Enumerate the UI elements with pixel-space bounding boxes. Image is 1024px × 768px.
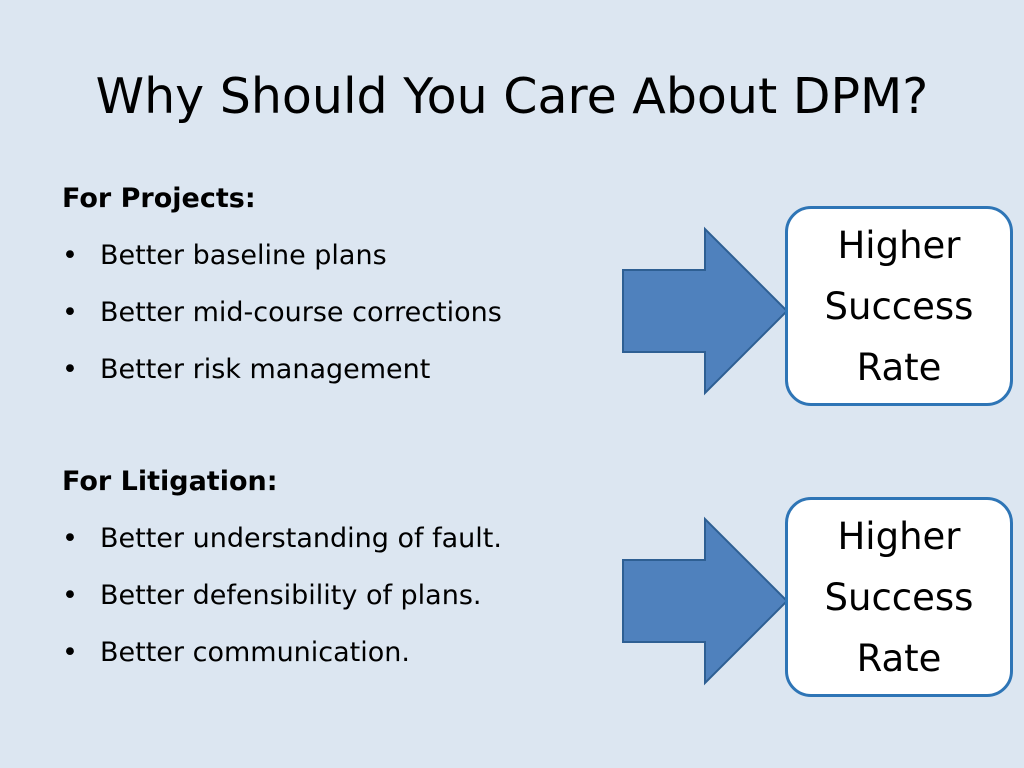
result-line: Success — [824, 575, 974, 619]
list-item: Better understanding of fault. — [62, 522, 602, 556]
projects-heading: For Projects: — [62, 183, 256, 214]
right-arrow-icon — [622, 226, 789, 396]
list-item: Better defensibility of plans. — [62, 579, 602, 613]
list-item: Better communication. — [62, 636, 602, 670]
projects-list: Better baseline plans Better mid-course … — [62, 239, 602, 387]
slide-title: Why Should You Care About DPM? — [95, 68, 929, 125]
projects-section: For Projects: Better baseline plans Bett… — [62, 182, 602, 410]
litigation-section: For Litigation: Better understanding of … — [62, 465, 602, 693]
list-item: Better mid-course corrections — [62, 296, 602, 330]
result-line: Higher — [837, 223, 961, 267]
litigation-list: Better understanding of fault. Better de… — [62, 522, 602, 670]
right-arrow-icon — [622, 516, 789, 686]
result-line: Rate — [856, 636, 942, 680]
higher-success-rate-box: Higher Success Rate — [785, 206, 1013, 406]
list-item: Better risk management — [62, 353, 602, 387]
higher-success-rate-box: Higher Success Rate — [785, 497, 1013, 697]
result-line: Success — [824, 284, 974, 328]
result-line: Higher — [837, 514, 961, 558]
litigation-heading: For Litigation: — [62, 466, 278, 497]
list-item: Better baseline plans — [62, 239, 602, 273]
result-line: Rate — [856, 345, 942, 389]
